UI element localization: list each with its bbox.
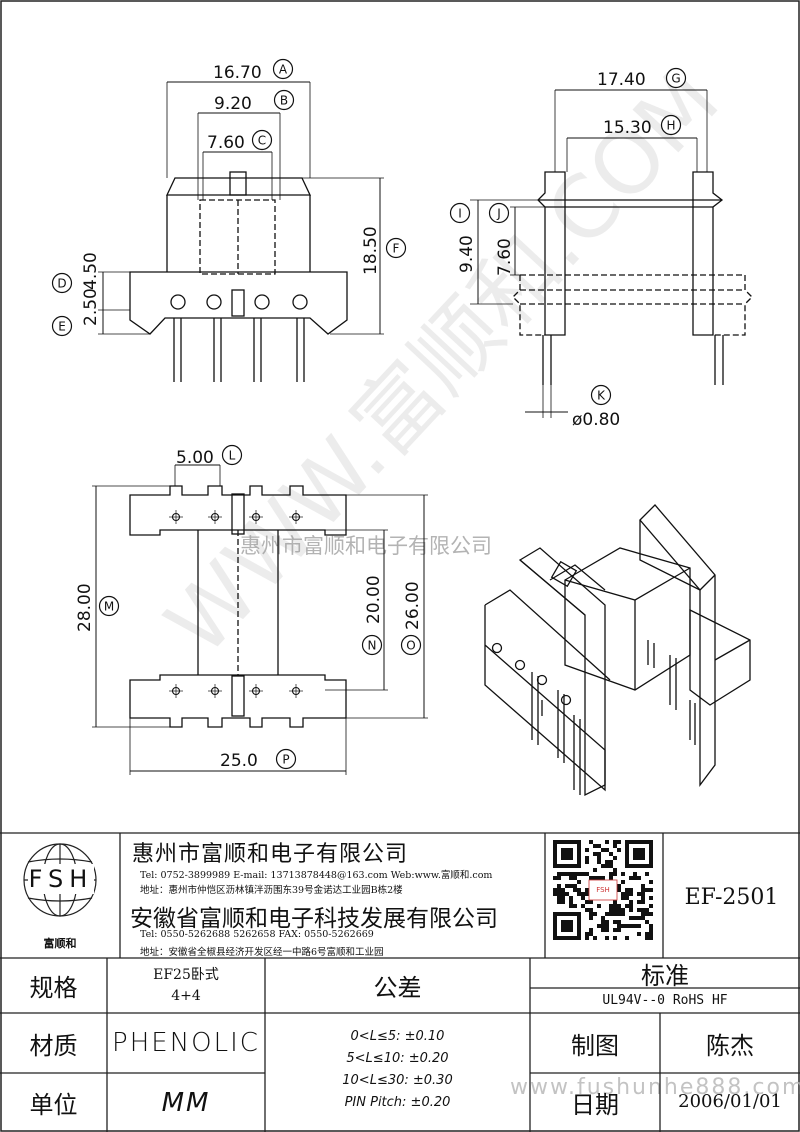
bottom-view bbox=[92, 464, 428, 775]
svg-text:FSH: FSH bbox=[596, 886, 610, 894]
balloon-f: F bbox=[385, 237, 407, 259]
dimension-balloons: A B C D E F G H I J K L M N O P bbox=[51, 58, 687, 770]
company-name-anhui: 安徽省富顺和电子科技发展有限公司 bbox=[130, 906, 498, 932]
dimension-label-h: 15.30 bbox=[603, 118, 652, 138]
pin-marker bbox=[208, 684, 222, 698]
svg-text:J: J bbox=[496, 207, 501, 221]
logo-caption: 富顺和 bbox=[43, 937, 77, 950]
dimension-label-e: 2.50 bbox=[81, 288, 101, 326]
watermark-bottom: www.fushunhe888.com bbox=[510, 1075, 800, 1100]
svg-text:P: P bbox=[282, 753, 289, 767]
dimension-label-i: 9.40 bbox=[457, 235, 477, 273]
drawn-by-value: 陈杰 bbox=[706, 1031, 754, 1060]
svg-text:K: K bbox=[597, 389, 606, 403]
qr-code-icon: FSH bbox=[551, 838, 655, 942]
pin-marker bbox=[249, 684, 263, 698]
spec-label: 规格 bbox=[29, 974, 78, 1002]
dimension-label-n: 20.00 bbox=[364, 575, 384, 624]
date-label: 日期 bbox=[571, 1091, 619, 1119]
svg-text:C: C bbox=[258, 134, 266, 148]
dimension-label-f: 18.50 bbox=[361, 226, 381, 275]
svg-text:H: H bbox=[666, 119, 675, 133]
dimension-label-k: ø0.80 bbox=[572, 410, 620, 430]
dimension-label-d: 4.50 bbox=[81, 252, 101, 290]
dimension-label-m: 28.00 bbox=[75, 583, 95, 632]
svg-text:F: F bbox=[393, 242, 400, 256]
tolerance-line: 0<L≤5: ±0.10 bbox=[350, 1029, 445, 1044]
front-view bbox=[98, 81, 384, 382]
balloon-m: M bbox=[98, 595, 120, 617]
tolerance-line: 10<L≤30: ±0.30 bbox=[342, 1073, 453, 1088]
balloon-g: G bbox=[665, 67, 687, 89]
balloon-a: A bbox=[272, 58, 294, 80]
logo-text: FSH bbox=[28, 864, 94, 894]
balloon-p: P bbox=[275, 748, 297, 770]
balloon-j: J bbox=[488, 202, 510, 224]
dimension-label-p: 25.0 bbox=[220, 751, 258, 771]
dimension-label-j: 7.60 bbox=[495, 238, 515, 276]
tolerance-line: PIN Pitch: ±0.20 bbox=[344, 1095, 451, 1110]
dimension-labels: 16.70 9.20 7.60 4.502.50 18.50 17.40 15.30 9.40… bbox=[75, 63, 652, 771]
tolerance-label: 公差 bbox=[373, 974, 422, 1002]
material-value: PHENOLIC bbox=[112, 1028, 260, 1058]
svg-text:A: A bbox=[279, 63, 288, 77]
company-anhui-address: 地址：安徽省全椒县经济开发区经一中路6号富顺和工业园 bbox=[140, 947, 384, 958]
svg-text:M: M bbox=[104, 600, 114, 614]
dimension-label-b: 9.20 bbox=[214, 94, 252, 114]
material-label: 材质 bbox=[29, 1031, 78, 1060]
balloon-i: I bbox=[449, 202, 471, 224]
unit-label: 单位 bbox=[29, 1091, 78, 1119]
spec-value-line2: 4+4 bbox=[171, 988, 201, 1004]
pin-marker bbox=[289, 510, 303, 524]
svg-text:I: I bbox=[458, 207, 462, 221]
pin-marker bbox=[169, 684, 183, 698]
balloon-e: E bbox=[51, 315, 73, 337]
svg-text:G: G bbox=[671, 72, 680, 86]
balloon-o: O bbox=[400, 634, 422, 656]
balloon-l: L bbox=[221, 444, 243, 466]
pin-marker bbox=[289, 684, 303, 698]
svg-text:D: D bbox=[57, 277, 66, 291]
tolerance-line: 5<L≤10: ±0.20 bbox=[346, 1051, 449, 1066]
drawn-by-label: 制图 bbox=[571, 1031, 619, 1060]
balloon-h: H bbox=[660, 114, 682, 136]
standard-value: UL94V--0 RoHS HF bbox=[602, 993, 728, 1008]
date-value: 2006/01/01 bbox=[678, 1090, 782, 1112]
isometric-view bbox=[484, 504, 751, 797]
dimension-label-a: 16.70 bbox=[213, 63, 262, 83]
company-huizhou-contact: Tel: 0752-3899989 E-mail: 13713878448@16… bbox=[140, 870, 493, 881]
company-anhui-contact: Tel: 0550-5262688 5262658 FAX: 0550-5262… bbox=[140, 929, 374, 940]
dimension-label-l: 5.00 bbox=[176, 448, 214, 468]
pin-marker bbox=[249, 510, 263, 524]
company-name-huizhou: 惠州市富顺和电子有限公司 bbox=[132, 842, 409, 867]
svg-text:E: E bbox=[58, 320, 66, 334]
company-huizhou-address: 地址：惠州市仲恺区沥林镇泮沥围东39号金诺达工业园B栋2楼 bbox=[140, 885, 403, 896]
svg-text:L: L bbox=[229, 449, 236, 463]
watermark-center: 惠州市富顺和电子有限公司 bbox=[240, 534, 492, 558]
dimension-label-o: 26.00 bbox=[403, 581, 423, 630]
pin-marker bbox=[208, 510, 222, 524]
spec-value-line1: EF25卧式 bbox=[153, 967, 219, 983]
unit-value: MM bbox=[161, 1087, 211, 1118]
svg-text:B: B bbox=[280, 94, 288, 108]
balloon-d: D bbox=[51, 272, 73, 294]
dimension-label-g: 17.40 bbox=[597, 70, 646, 90]
tolerance-list: 0<L≤5: ±0.10 5<L≤10: ±0.20 10<L≤30: ±0.3… bbox=[265, 1026, 530, 1114]
balloon-b: B bbox=[273, 89, 295, 111]
side-view bbox=[470, 89, 753, 418]
balloon-c: C bbox=[251, 129, 273, 151]
svg-text:O: O bbox=[406, 639, 415, 653]
balloon-k: K bbox=[590, 384, 612, 406]
balloon-n: N bbox=[361, 634, 383, 656]
part-number: EF-2501 bbox=[684, 884, 779, 910]
standard-label: 标准 bbox=[641, 961, 689, 990]
dimension-label-c: 7.60 bbox=[207, 133, 245, 153]
svg-text:N: N bbox=[368, 639, 377, 653]
pin-marker bbox=[169, 510, 183, 524]
